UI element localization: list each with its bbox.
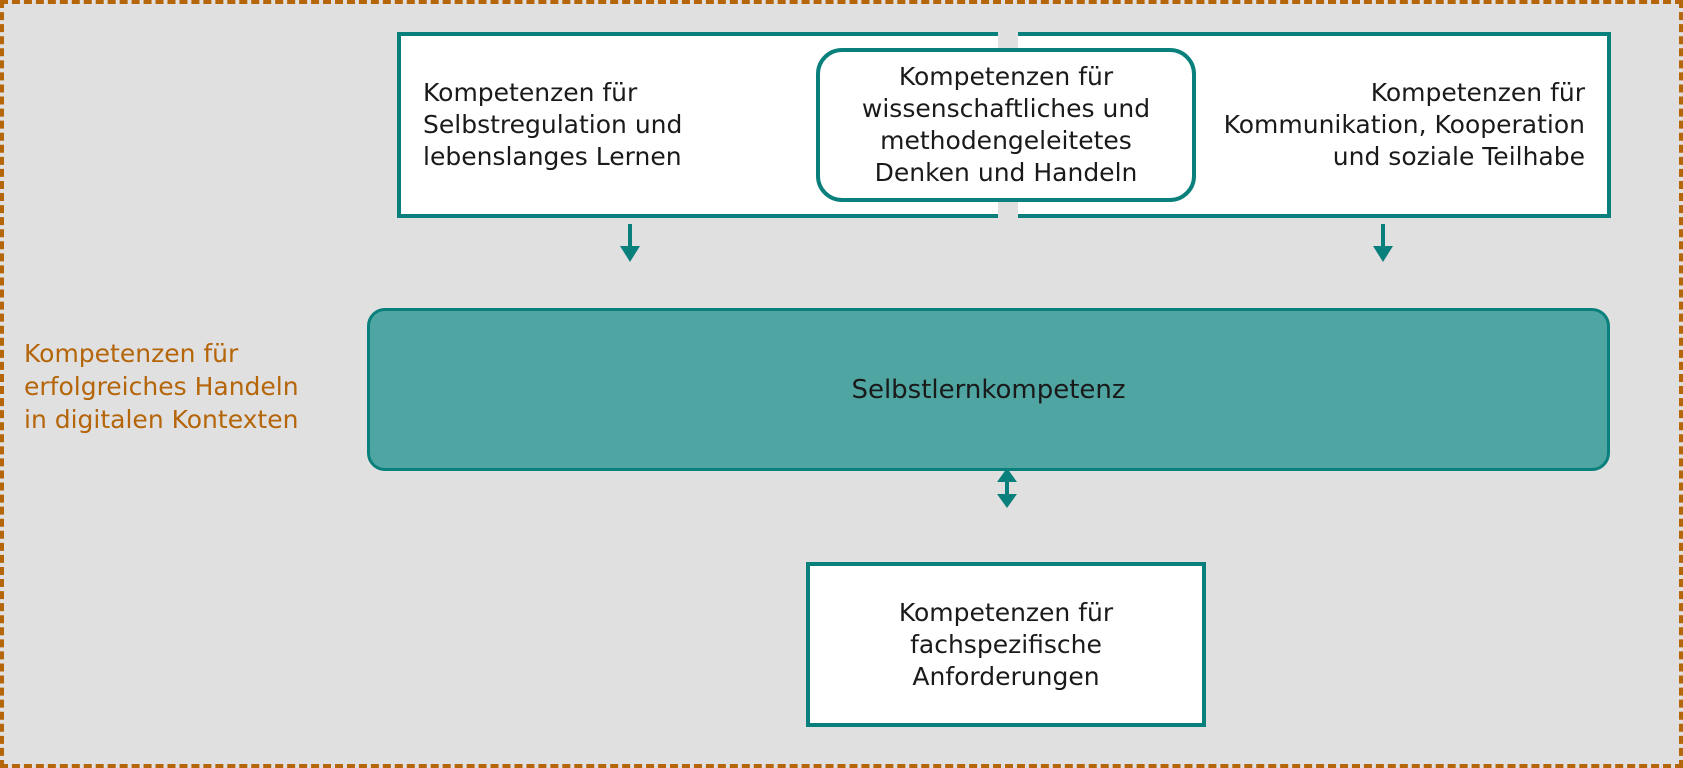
arrow-down-icon-left (620, 224, 640, 262)
seam-gap-top (998, 30, 1018, 52)
competency-box-selbstregulation-label: Kompetenzen für Selbstregulation und leb… (423, 78, 683, 171)
arrow-up-down-icon (997, 468, 1017, 508)
seam-gap-bottom (998, 198, 1018, 222)
arrow-down-icon-right (1373, 224, 1393, 262)
competency-box-wissenschaftliches-denken-label: Kompetenzen für wissenschaftliches und m… (861, 62, 1151, 187)
diagram-caption: Kompetenzen für erfolgreiches Handeln in… (24, 339, 299, 434)
competency-box-fachspezifische-anforderungen[interactable]: Kompetenzen für fachspezifische Anforder… (806, 562, 1206, 727)
competency-box-fachspezifische-anforderungen-label: Kompetenzen für fachspezifische Anforder… (898, 597, 1114, 691)
main-competency-bar[interactable]: Selbstlernkompetenz (367, 308, 1610, 471)
competency-box-wissenschaftliches-denken[interactable]: Kompetenzen für wissenschaftliches und m… (816, 48, 1196, 202)
competency-box-kommunikation-label: Kompetenzen für Kommunikation, Kooperati… (1223, 78, 1585, 171)
main-competency-bar-label: Selbstlernkompetenz (851, 374, 1126, 405)
